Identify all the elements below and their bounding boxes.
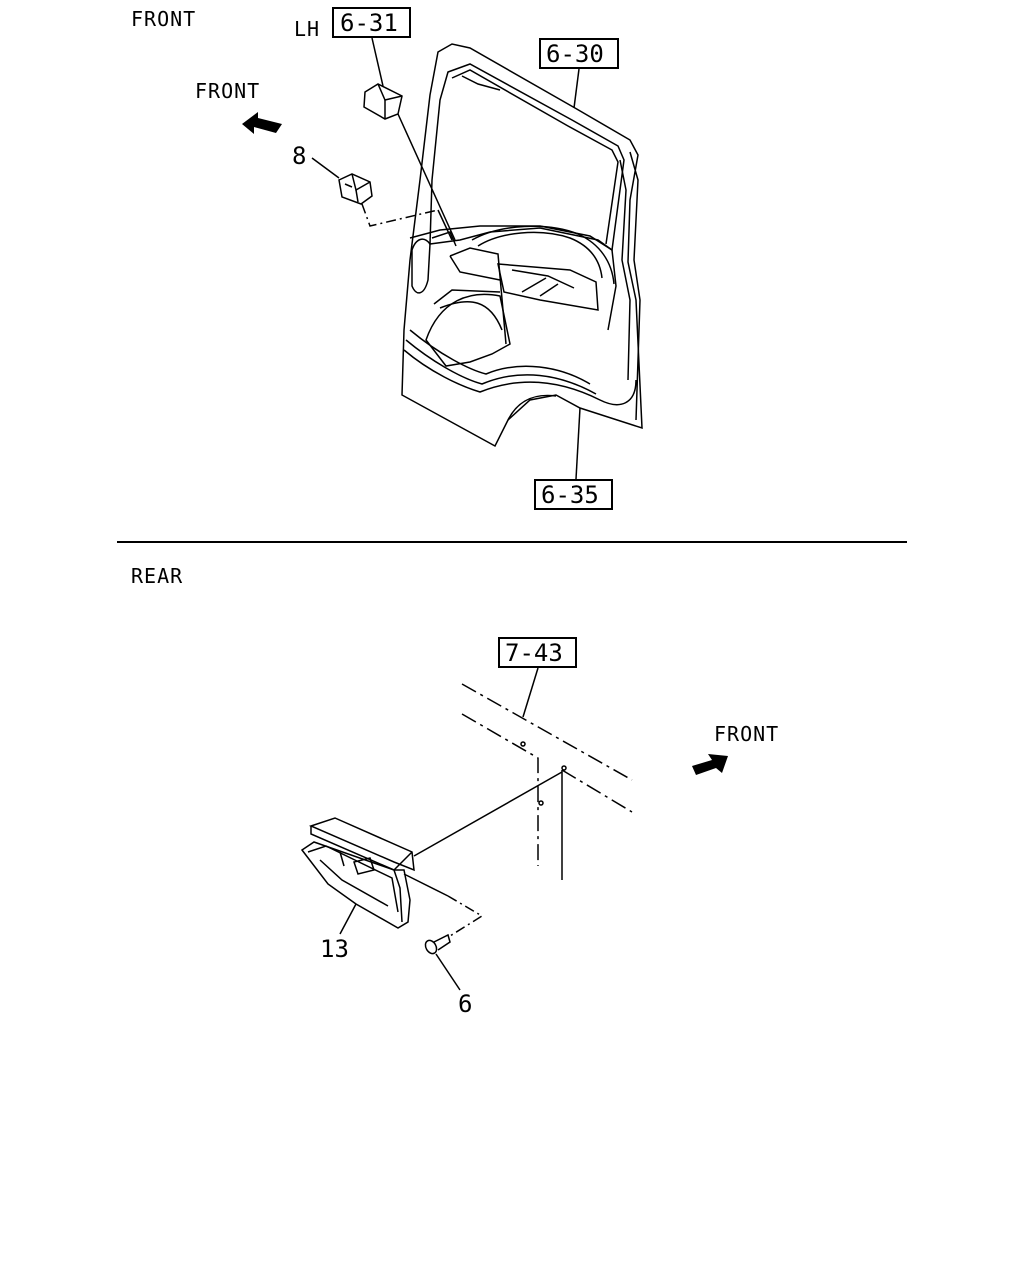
switch-part-6-31 [363,83,403,120]
ref-box-7-43 [498,637,577,668]
rear-section-heading: REAR [131,564,183,588]
leader-13 [339,903,357,935]
screw-part-6 [424,933,451,955]
ref-label-6-35: 6-35 [541,481,599,509]
leader-8 [311,157,340,179]
lh-label: LH [294,17,320,41]
rear-direction-label: FRONT [714,722,779,746]
ref-box-6-30 [539,38,619,69]
ref-label-6-30: 6-30 [546,40,604,68]
part-number-6: 6 [458,990,472,1018]
leader-6-30 [573,68,580,109]
door-assembly [401,43,643,448]
front-section-heading: FRONT [131,7,196,31]
front-direction-arrow-icon [242,112,282,134]
front-direction-label: FRONT [195,79,260,103]
assembly-lines-rear [403,771,563,937]
rear-direction-arrow-icon [692,754,728,775]
ref-label-7-43: 7-43 [505,639,563,667]
switch-part-8 [338,173,373,205]
leader-6 [435,953,461,991]
vehicle-body-outline [461,683,633,880]
assembly-lines-front [361,113,456,241]
rear-lamp-part-13 [300,817,415,929]
part-number-8: 8 [292,142,306,170]
ref-label-6-31: 6-31 [340,9,398,37]
ref-box-6-31 [332,7,411,38]
leader-6-31 [371,37,384,87]
leader-6-35 [575,407,581,480]
part-number-13: 13 [320,935,349,963]
ref-box-6-35 [534,479,613,510]
leader-7-43 [522,667,539,718]
